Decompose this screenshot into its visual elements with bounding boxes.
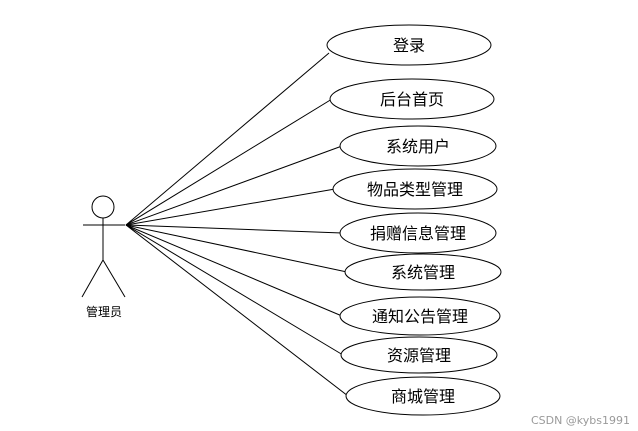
- use-case: 后台首页: [329, 78, 495, 120]
- use-case-ellipse: [344, 253, 502, 291]
- association-line: [125, 52, 330, 226]
- association-line: [125, 224, 348, 273]
- association-line: [125, 224, 343, 234]
- association-lines: [125, 52, 349, 397]
- use-case-label: 系统用户: [386, 137, 450, 156]
- association-line: [125, 224, 344, 356]
- association-line: [125, 224, 349, 397]
- actor-left-leg: [81, 259, 104, 298]
- watermark: CSDN @kybs1991: [531, 414, 630, 427]
- use-case-label: 系统管理: [391, 263, 455, 282]
- use-case-label: 通知公告管理: [372, 307, 468, 326]
- use-case: 通知公告管理: [339, 296, 501, 336]
- use-case-label: 资源管理: [387, 346, 451, 365]
- use-case-label: 捐赠信息管理: [370, 224, 466, 243]
- use-case-label: 商城管理: [391, 387, 455, 406]
- use-case-ellipse: [339, 125, 497, 167]
- use-case: 商城管理: [345, 376, 501, 416]
- association-line: [125, 98, 333, 226]
- use-case-ellipse: [326, 24, 492, 66]
- use-case: 系统用户: [339, 125, 497, 167]
- association-line: [125, 224, 343, 317]
- actor-label: 管理员: [86, 304, 122, 319]
- use-case-label: 物品类型管理: [367, 180, 463, 199]
- actor-right-leg: [102, 259, 126, 298]
- actor-figure: [81, 195, 126, 298]
- use-case-ellipse: [332, 168, 498, 210]
- use-case-ellipse: [339, 212, 497, 254]
- use-case: 登录: [326, 24, 492, 66]
- use-case-ellipse: [339, 296, 501, 336]
- association-line: [125, 188, 336, 226]
- use-case-ellipse: [329, 78, 495, 120]
- use-case-label: 登录: [393, 36, 425, 55]
- use-case-label: 后台首页: [380, 90, 444, 109]
- association-line: [125, 145, 343, 226]
- use-case-ellipse: [340, 336, 498, 374]
- use-case: 物品类型管理: [332, 168, 498, 210]
- use-case: 资源管理: [340, 336, 498, 374]
- use-case: 系统管理: [344, 253, 502, 291]
- use-case: 捐赠信息管理: [339, 212, 497, 254]
- use-case-ellipse: [345, 376, 501, 416]
- actor-head: [91, 195, 115, 219]
